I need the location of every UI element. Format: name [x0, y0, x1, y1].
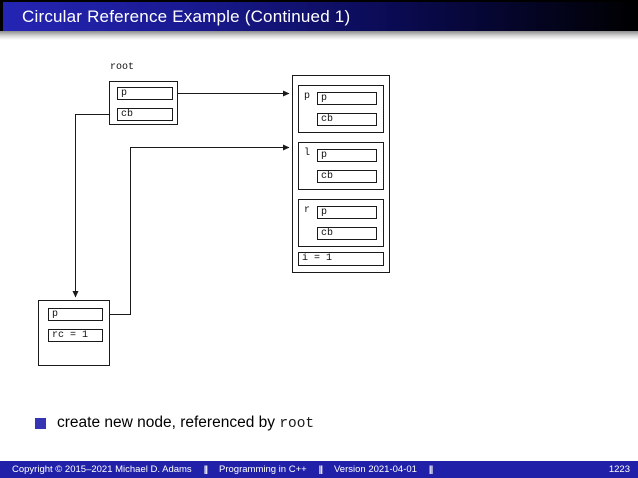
old-field-p: p	[48, 308, 103, 321]
record-label: p	[304, 91, 311, 102]
tree-record-r: r p cb	[298, 199, 384, 247]
footer-separator: ||	[203, 464, 208, 475]
record-field-cb: cb	[317, 227, 377, 240]
tree-field-i: i = 1	[298, 252, 384, 266]
bullet-text: create new node, referenced by root	[57, 414, 314, 432]
title-bar-shadow	[0, 31, 638, 40]
old-field-rc: rc = 1	[48, 329, 103, 342]
bullet-marker	[35, 417, 46, 429]
footer-copyright: Copyright © 2015–2021 Michael D. Adams	[12, 464, 192, 475]
tree-record-p: p p cb	[298, 85, 384, 133]
arrow-root-cb-to-old-node	[72, 114, 117, 298]
footer-separator: ||	[428, 464, 433, 475]
record-field-p: p	[317, 206, 377, 219]
arrow-old-p-to-tree-node	[103, 144, 290, 315]
footer-version: Version 2021-04-01	[334, 464, 417, 475]
record-field-cb: cb	[317, 170, 377, 183]
record-field-cb: cb	[317, 113, 377, 126]
footer-page-number: 1223	[608, 464, 630, 475]
footer-course: Programming in C++	[219, 464, 307, 475]
slide-title-bar: Circular Reference Example (Continued 1)	[0, 0, 638, 31]
root-field-p: p	[117, 87, 173, 100]
footer-bar: Copyright © 2015–2021 Michael D. Adams |…	[0, 461, 638, 478]
record-field-p: p	[317, 92, 377, 105]
record-label: r	[304, 205, 311, 216]
root-field-cb: cb	[117, 108, 173, 121]
footer-separator: ||	[318, 464, 323, 475]
record-label: l	[304, 148, 311, 159]
bullet-text-plain: create new node, referenced by	[57, 414, 280, 431]
page-title: Circular Reference Example (Continued 1)	[22, 6, 351, 26]
bullet-text-code: root	[279, 416, 315, 432]
root-label: root	[110, 62, 135, 73]
bullet-item: create new node, referenced by root	[35, 414, 314, 432]
tree-record-l: l p cb	[298, 142, 384, 190]
record-field-p: p	[317, 149, 377, 162]
